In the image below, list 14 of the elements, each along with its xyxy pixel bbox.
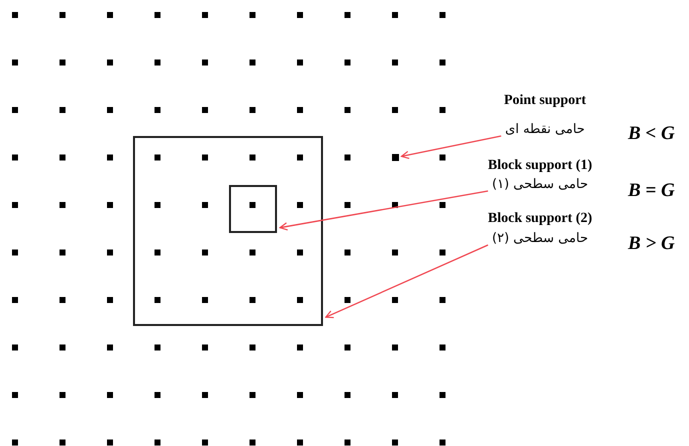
condition-formula: B = G bbox=[628, 181, 675, 201]
inner-square bbox=[229, 185, 277, 233]
label-heading: Block support (1) bbox=[488, 158, 592, 174]
arrow bbox=[279, 190, 488, 231]
label-heading: Point support bbox=[504, 93, 586, 109]
condition-formula: B > G bbox=[628, 234, 675, 254]
outer-square bbox=[133, 136, 323, 326]
arrow bbox=[400, 135, 502, 160]
label-heading: Block support (2) bbox=[488, 211, 592, 227]
label-translation: حامی سطحی (۲) bbox=[492, 230, 588, 248]
label-translation: حامی نقطه ای bbox=[505, 121, 585, 139]
arrow bbox=[325, 244, 488, 318]
label-translation: حامی سطحی (۱) bbox=[492, 176, 588, 194]
condition-formula: B < G bbox=[628, 124, 675, 144]
